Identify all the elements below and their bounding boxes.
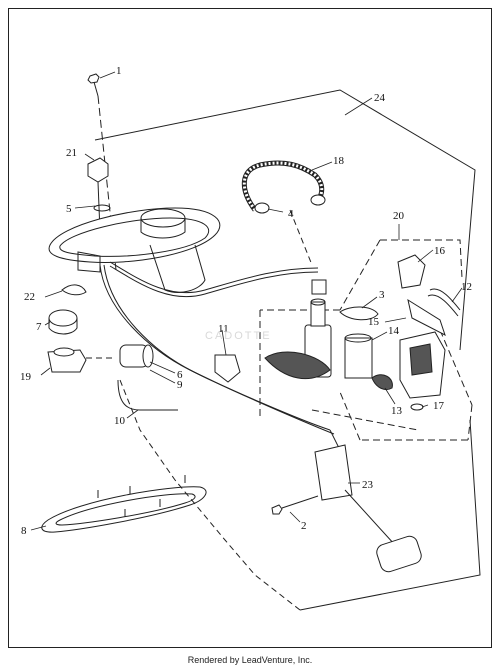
callout-18: 18 [333,155,345,167]
fuel-pump-flange [48,207,221,293]
part-21-pressure-sensor [87,157,109,239]
part-17-washer [410,403,424,411]
watermark-text: CADOTTE [205,330,272,342]
callout-16: 16 [434,245,446,257]
part-2-screw [271,495,319,515]
part-10-fuel-line [117,379,178,411]
part-15-bracket [407,298,446,337]
part-11-bracket [214,354,241,383]
callout-10: 10 [114,415,126,427]
filter-sock [264,351,331,379]
wire-harness [99,261,341,451]
part-7-pressure-regulator [48,309,78,335]
part-22-retainer [61,284,87,296]
callout-12: 12 [461,281,472,293]
assembly-outline [94,89,481,611]
part-4-hose-clamps [254,194,326,266]
sender-assembly-box [259,239,473,441]
part-3-strainer-clip [339,306,379,321]
callout-19: 19 [20,371,32,383]
part-12-clip [427,288,461,317]
footer-credit: Rendered by LeadVenture, Inc. [187,655,313,665]
callout-14: 14 [388,325,400,337]
diagram-frame [8,8,492,648]
callout-8: 8 [21,525,27,537]
callout-2: 2 [301,520,307,532]
callout-1: 1 [116,65,122,77]
callout-4: 4 [288,208,294,220]
part-16-connector [397,254,426,289]
callout-23: 23 [362,479,374,491]
pump-connector [311,279,327,295]
callout-7: 7 [36,321,42,333]
part-5-o-ring [93,204,111,212]
part-19-valve [47,347,112,373]
callout-21: 21 [66,147,77,159]
callout-3: 3 [379,289,385,301]
part-23-sender-bracket [314,444,422,573]
part-13-clip [371,374,393,391]
part-18-fuel-hose [241,160,325,212]
callout-17: 17 [433,400,445,412]
callout-labels: 1 2 3 4 5 6 7 8 9 10 11 12 13 14 15 16 1… [20,65,472,537]
callout-11: 11 [218,323,229,335]
callout-9: 9 [177,379,183,391]
part-8-gasket [41,475,207,533]
callout-6: 6 [177,369,183,381]
callout-5: 5 [66,203,72,215]
callout-20: 20 [393,210,405,222]
callout-24: 24 [374,92,386,104]
leader-lines [30,71,463,531]
fuel-level-sender [399,331,446,399]
callout-15: 15 [368,316,380,328]
part-6-fuel-filter [119,344,154,368]
callout-13: 13 [391,405,403,417]
callout-22: 22 [24,291,35,303]
